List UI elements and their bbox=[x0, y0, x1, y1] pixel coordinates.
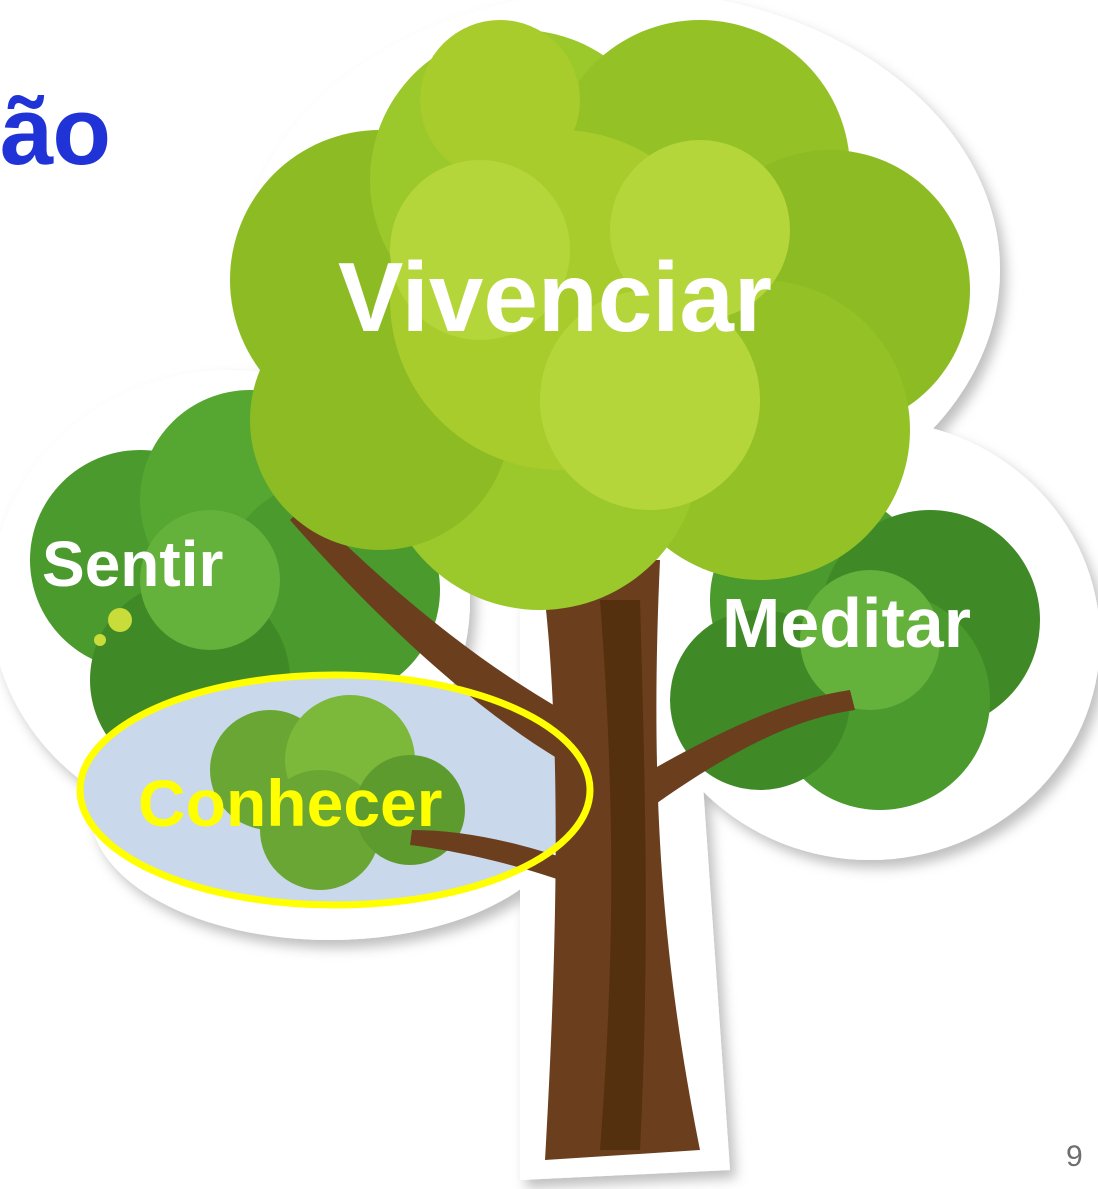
page-number: 9 bbox=[1066, 1140, 1083, 1173]
trunk-shade bbox=[600, 600, 646, 1150]
slide-title-fragment: ão bbox=[0, 78, 111, 185]
label-meditar: Meditar bbox=[722, 584, 971, 662]
top-foliage bbox=[230, 20, 970, 610]
label-sentir: Sentir bbox=[42, 528, 224, 600]
label-vivenciar: Vivenciar bbox=[338, 242, 773, 352]
highlight-ring bbox=[76, 671, 594, 909]
label-conhecer: Conhecer bbox=[138, 766, 443, 840]
